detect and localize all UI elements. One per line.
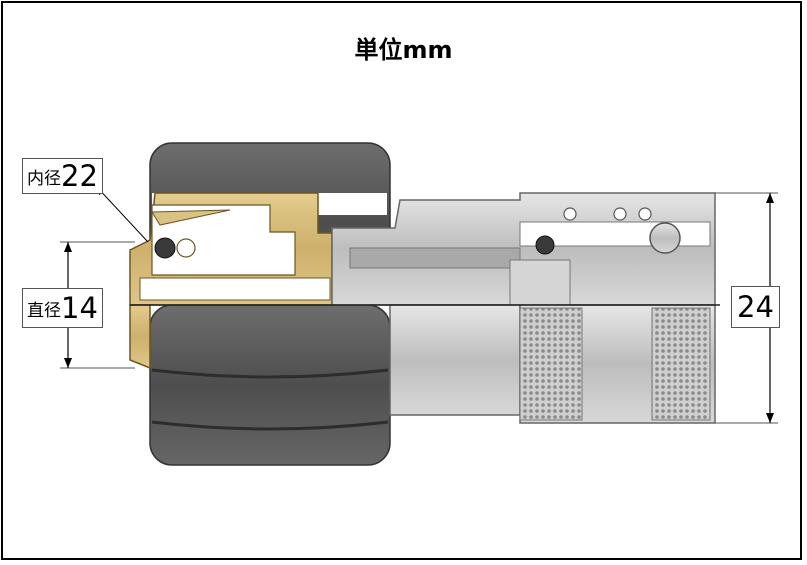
outer-diameter-dimension [715,192,778,424]
outer-diameter-label: 24 [731,286,780,328]
inner-diameter-prefix: 内径 [27,168,61,189]
straight-diameter-prefix: 直径 [27,300,61,321]
rubber-sleeve-bottom [149,304,391,466]
steel-body-bottom [389,304,716,424]
inner-diameter-leader [94,184,149,243]
inner-diameter-label: 内径 22 [22,158,103,194]
straight-diameter-label: 直径 14 [22,288,103,328]
outer-diameter-value: 24 [737,290,774,324]
steel-body-top [331,192,716,306]
page-title: 単位mm [354,36,453,64]
brass-fitting-bottom [129,304,151,370]
brass-fitting-top [129,192,333,306]
inner-diameter-value: 22 [61,159,98,193]
knurl-band-right [651,307,711,421]
knurl-band-left [519,307,583,421]
straight-diameter-value: 14 [61,291,98,325]
